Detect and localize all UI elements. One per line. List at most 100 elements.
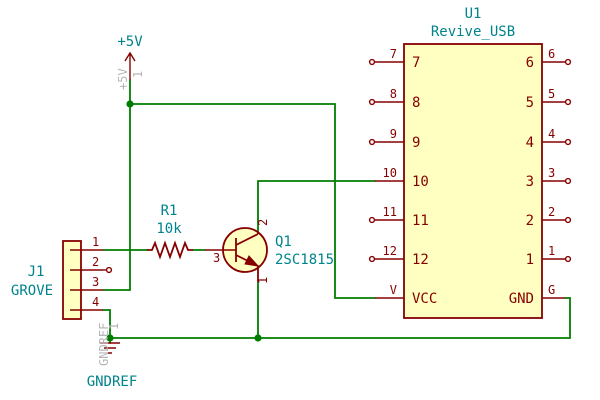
power-symbol-5v: +5V +5V 1	[116, 34, 145, 90]
gndref-hidden-pin: 1	[107, 323, 121, 330]
u1-left-pin: 12 12	[368, 244, 429, 268]
q1-base-pin-number: 3	[213, 251, 220, 265]
u1-pin-number: 4	[548, 127, 555, 141]
u1-pin-number: 5	[548, 87, 555, 101]
q1-emitter-pin-number: 1	[256, 277, 270, 284]
u1-pin-number: 10	[383, 166, 397, 180]
unconnected-pin-icon	[368, 216, 376, 224]
unconnected-pin-icon	[368, 255, 376, 263]
u1-right-pins: 66 55 44 33 22 11G GND	[509, 47, 572, 307]
unconnected-pin-icon	[564, 58, 572, 66]
j1-value: GROVE	[11, 283, 53, 299]
u1-pin-number: 1	[548, 244, 555, 258]
j1-reference: J1	[28, 264, 45, 280]
u1-right-pin: 33	[526, 166, 572, 190]
u1-left-pin: V VCC	[375, 283, 437, 307]
j1-pin-stubs	[70, 249, 81, 311]
q1-emitter-arrow-icon	[244, 255, 260, 267]
gndref-hidden-ref: GNDREF	[97, 323, 111, 366]
u1-pin-number: 6	[548, 47, 555, 61]
u1-left-pin: 88	[368, 87, 420, 111]
u1-pin-name: VCC	[412, 291, 437, 307]
u1-left-pin: 11 11	[368, 205, 429, 229]
u1-value: Revive_USB	[431, 24, 515, 40]
unconnected-pin-icon	[564, 255, 572, 263]
wire-j1-pin4	[102, 309, 111, 344]
u1-pin-number: 12	[383, 244, 397, 258]
j1-body	[62, 240, 82, 320]
u1-pin-name: 2	[526, 213, 534, 229]
q1-collector-pin-number: 2	[256, 219, 270, 226]
j1-pin2-number: 2	[92, 255, 99, 269]
u1-right-pin: 22	[526, 205, 572, 229]
unconnected-pin-icon	[564, 216, 572, 224]
u1-pin-name: 4	[526, 135, 534, 151]
unconnected-pin-icon	[368, 58, 376, 66]
u1-left-pin: 77	[368, 47, 420, 71]
wire-ground-bus	[109, 297, 571, 339]
junction-5v	[126, 100, 134, 108]
u1-pin-number: 2	[548, 205, 555, 219]
unconnected-pin-icon	[368, 138, 376, 146]
r1-zigzag-icon	[147, 240, 193, 260]
wire-collector-to-pin10	[257, 180, 376, 233]
u1-right-pin: 66	[526, 47, 572, 71]
unconnected-pin-icon	[564, 177, 572, 185]
u1-right-pin: 44	[526, 127, 572, 151]
transistor-q1: 3 2 1 Q1 2SC1815	[205, 219, 334, 284]
connector-j1: 1 2 3 4 J1 GROVE	[11, 235, 113, 320]
junction-ground-left	[106, 334, 114, 342]
u1-pin-number: 8	[390, 87, 397, 101]
u1-pin-name: 11	[412, 213, 429, 229]
power-5v-hidden-pin: 1	[131, 71, 145, 78]
u1-pin-number: 9	[390, 127, 397, 141]
u1-pin-name: 10	[412, 174, 429, 190]
resistor-r1: R1 10k	[147, 203, 193, 260]
j1-pin4-number: 4	[92, 295, 99, 309]
u1-pin-name: 3	[526, 174, 534, 190]
power-5v-label: +5V	[117, 34, 143, 50]
power-5v-hidden-ref: +5V	[116, 68, 130, 90]
gndref-bars-icon	[100, 342, 120, 354]
u1-left-pin: 99	[368, 127, 420, 151]
u1-right-pin: 55	[526, 87, 572, 111]
power-symbol-gndref: GNDREF GNDREF 1	[87, 323, 138, 390]
unconnected-pin-icon	[564, 138, 572, 146]
u1-pin-number: 11	[383, 205, 397, 219]
u1-pin-name: 12	[412, 252, 429, 268]
r1-reference: R1	[161, 203, 178, 219]
r1-value: 10k	[156, 221, 182, 237]
u1-pin-number: 3	[548, 166, 555, 180]
u1-pin-name: 8	[412, 95, 420, 111]
wire-5v-to-vcc	[129, 103, 376, 299]
u1-pin-name: 9	[412, 135, 420, 151]
q1-collector-line	[235, 233, 259, 246]
u1-reference: U1	[465, 6, 482, 22]
j1-pin-leads	[81, 249, 103, 311]
u1-pin-name: GND	[509, 291, 534, 307]
u1-pin-number: G	[548, 283, 555, 297]
u1-pin-number: 7	[390, 47, 397, 61]
u1-right-pin: G GND	[509, 283, 565, 307]
wires	[102, 79, 571, 344]
j1-pin3-number: 3	[92, 275, 99, 289]
j1-pin1-number: 1	[92, 235, 99, 249]
u1-pin-name: 1	[526, 252, 534, 268]
junction-emitter-ground	[254, 334, 262, 342]
power-5v-arrow-icon	[124, 51, 136, 80]
u1-pin-name: 5	[526, 95, 534, 111]
unconnected-pin-icon	[368, 98, 376, 106]
q1-reference: Q1	[275, 234, 292, 250]
u1-pin-number: V	[390, 283, 397, 297]
u1-right-pin: 11	[526, 244, 572, 268]
u1-pin-name: 6	[526, 55, 534, 71]
unconnected-pin-icon	[564, 98, 572, 106]
gndref-label: GNDREF	[87, 374, 138, 390]
u1-body	[403, 43, 543, 319]
u1-pin-name: 7	[412, 55, 420, 71]
j1-pin2-unconnected-icon	[105, 266, 113, 274]
u1-left-pin: 10 10	[375, 166, 429, 190]
